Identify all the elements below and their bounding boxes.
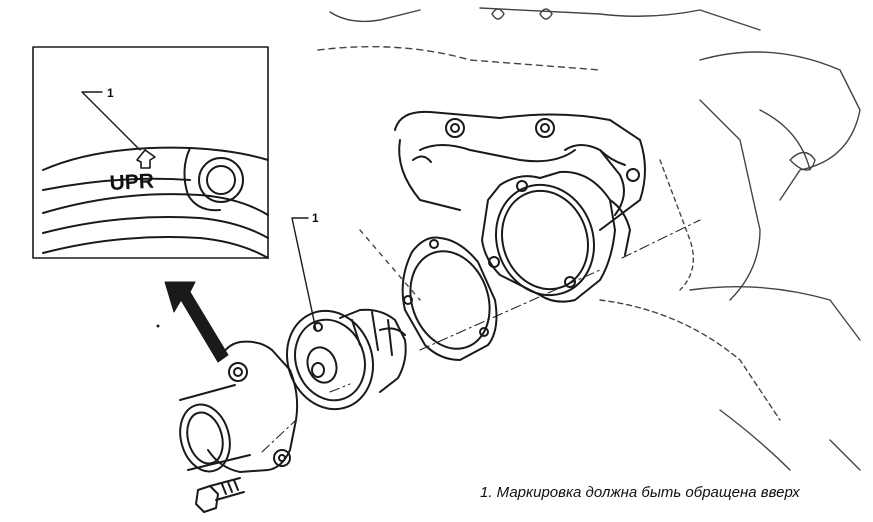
main-callout-leader bbox=[291, 217, 317, 331]
inset-detail bbox=[32, 46, 269, 259]
detail-arrow bbox=[164, 281, 229, 363]
inset-callout-number: 1 bbox=[107, 86, 114, 100]
gasket bbox=[401, 236, 498, 361]
bolt bbox=[195, 477, 245, 513]
thermostat bbox=[285, 308, 407, 411]
upr-marking: UPR bbox=[109, 170, 154, 195]
thermostat-housing-flange bbox=[481, 170, 631, 303]
thermostat-cover bbox=[179, 340, 299, 473]
assembly-axis-line bbox=[261, 219, 701, 453]
engine-block-sketch bbox=[317, 7, 861, 471]
caption: 1. Маркировка должна быть обращена вверх bbox=[480, 484, 800, 501]
stray-dot bbox=[156, 324, 160, 328]
main-callout-number: 1 bbox=[312, 211, 319, 225]
inset-frame bbox=[32, 46, 269, 259]
manifold-flange-sketch bbox=[394, 110, 646, 231]
up-arrow-mark bbox=[136, 149, 156, 169]
inset-callout-leader bbox=[81, 91, 141, 151]
